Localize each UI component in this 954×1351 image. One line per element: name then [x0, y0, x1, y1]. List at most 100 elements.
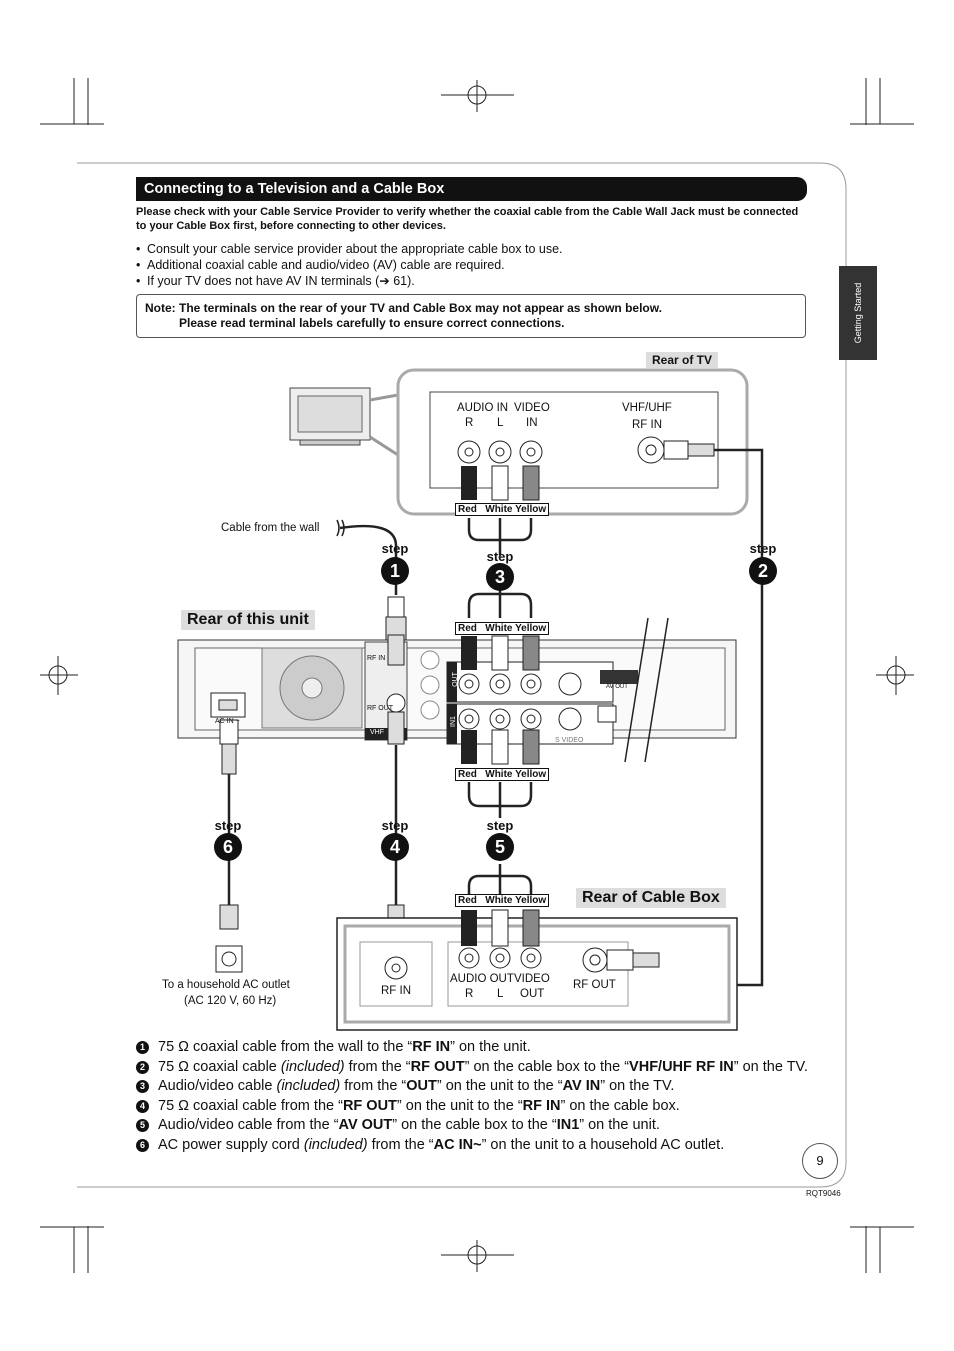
unit-rf-out-label: RF OUT — [367, 705, 394, 712]
step-text: RF OUT — [342, 1097, 397, 1114]
step-number: 5 — [136, 1119, 149, 1133]
step-text: AV IN — [562, 1078, 601, 1095]
cable-color-tag: Red White Yellow — [455, 622, 550, 635]
tv-rf-in-label: RF IN — [632, 419, 663, 431]
step-number: 1 — [136, 1041, 149, 1054]
steps-list: 1 75 Ω coaxial cable from the wall to the… — [136, 1038, 816, 1156]
side-tab: Getting Started — [839, 266, 877, 360]
step-text: 75 Ω coaxial cable from the wall to the … — [158, 1039, 413, 1055]
step-text: AV OUT — [338, 1117, 393, 1134]
bullet-item: Additional coaxial cable and audio/video… — [136, 257, 816, 273]
tv-l-label: L — [497, 417, 504, 429]
step-text: VHF/UHF RF IN — [629, 1058, 734, 1075]
step-text: IN1 — [556, 1117, 580, 1134]
unit-in1-label: IN1 — [449, 716, 457, 727]
tv-audio-in-label: AUDIO IN — [457, 402, 509, 414]
step-item: 1 75 Ω coaxial cable from the wall to the… — [136, 1038, 816, 1058]
step-text: Audio/video cable from the “ — [158, 1117, 339, 1134]
step-circle-1: 1 — [381, 557, 409, 585]
step-label: step — [381, 818, 409, 833]
unit-rf-in-label: RF IN — [367, 655, 386, 662]
cable-color-tag: Red White Yellow — [455, 768, 550, 781]
rear-of-cable-box-label: Rear of Cable Box — [576, 888, 726, 908]
step-text: RF OUT — [410, 1058, 465, 1075]
step-number: 3 — [136, 1080, 149, 1094]
outlet-label-2: (AC 120 V, 60 Hz) — [184, 995, 277, 1007]
step-item: 6 AC power supply cord (included) from th… — [136, 1136, 816, 1156]
step-number: 4 — [136, 1099, 149, 1113]
step-label: step — [486, 818, 514, 833]
box-out-label: OUT — [520, 988, 545, 1000]
step-text: ” on the unit to the “ — [396, 1097, 523, 1114]
step-text: ” on the cable box to the “ — [464, 1058, 630, 1075]
step-text: ” on the unit to the “ — [436, 1078, 563, 1095]
step-text: (included) — [280, 1058, 345, 1075]
step-text: (included) — [276, 1078, 341, 1095]
step-item: 3 Audio/video cable (included) from the “… — [136, 1077, 816, 1097]
step-label: step — [486, 549, 514, 564]
box-rf-out-label: RF OUT — [573, 979, 616, 991]
unit-vhf-label: VHF — [370, 729, 384, 736]
step-circle-6: 6 — [214, 833, 242, 861]
unit-s-video-label: S VIDEO — [555, 737, 584, 744]
step-text: 75 Ω coaxial cable from the “ — [158, 1097, 343, 1114]
bullet-list: Consult your cable service provider abou… — [136, 241, 816, 289]
step-text: OUT — [406, 1078, 437, 1095]
box-r-label: R — [465, 988, 474, 1000]
step-label: step — [749, 541, 777, 556]
step-text: Audio/video cable — [158, 1078, 277, 1095]
tv-icon — [289, 387, 371, 446]
step-text: ” on the unit. — [579, 1117, 660, 1134]
cable-from-wall-label: Cable from the wall — [221, 522, 320, 534]
step-circle-2: 2 — [749, 557, 777, 585]
note-line-2: Please read terminal labels carefully to… — [179, 316, 565, 330]
step-text: from the “ — [340, 1078, 407, 1095]
bullet-item: If your TV does not have AV IN terminals… — [136, 273, 816, 289]
box-l-label: L — [497, 988, 504, 1000]
step-text: AC power supply cord — [158, 1136, 304, 1153]
unit-av-out-label: AV OUT — [606, 684, 628, 690]
step-text: from the “ — [367, 1136, 434, 1153]
step-text: RF IN — [412, 1039, 451, 1055]
step-text: RF IN — [522, 1097, 561, 1114]
tv-video-label: VIDEO — [514, 402, 550, 414]
section-title: Connecting to a Television and a Cable B… — [136, 177, 807, 201]
step-text: ” on the cable box to the “ — [392, 1117, 557, 1134]
cable-color-tag: Red White Yellow — [455, 894, 550, 907]
step-text: (included) — [303, 1136, 368, 1153]
unit-ac-in-label: AC IN ~ — [215, 718, 240, 725]
intro-text: Please check with your Cable Service Pro… — [136, 206, 799, 232]
step-circle-4: 4 — [381, 833, 409, 861]
step-text: 75 Ω coaxial cable — [158, 1058, 281, 1075]
bullet-item: Consult your cable service provider abou… — [136, 241, 816, 257]
box-audio-out-label: AUDIO OUT — [450, 973, 514, 985]
step-text: ” on the unit. — [450, 1039, 531, 1055]
side-tab-label: Getting Started — [853, 282, 863, 344]
step-text: ” on the TV. — [600, 1078, 675, 1095]
note-box: Note: The terminals on the rear of your … — [136, 294, 806, 338]
step-text: from the “ — [344, 1058, 411, 1075]
step-text: ” on the unit to a household AC outlet. — [481, 1136, 725, 1153]
crop-marks — [40, 78, 914, 1273]
step-label: step — [381, 541, 409, 556]
tv-in-label: IN — [526, 417, 538, 429]
tv-r-label: R — [465, 417, 474, 429]
rear-of-unit-label: Rear of this unit — [181, 610, 315, 630]
step-text: ” on the cable box. — [560, 1097, 680, 1114]
note-line-1: Note: The terminals on the rear of your … — [145, 301, 662, 315]
box-video-label: VIDEO — [514, 973, 550, 985]
step-circle-3: 3 — [486, 563, 514, 591]
step-circle-5: 5 — [486, 833, 514, 861]
box-rf-in-label: RF IN — [381, 985, 412, 997]
step-number: 6 — [136, 1138, 149, 1152]
tv-vhf-label: VHF/UHF — [622, 402, 672, 414]
step-label: step — [214, 818, 242, 833]
doc-code: RQT9046 — [806, 1189, 841, 1198]
outlet-label-1: To a household AC outlet — [162, 979, 290, 991]
step-text: ” on the TV. — [733, 1058, 808, 1075]
page-number: 9 — [802, 1143, 838, 1179]
